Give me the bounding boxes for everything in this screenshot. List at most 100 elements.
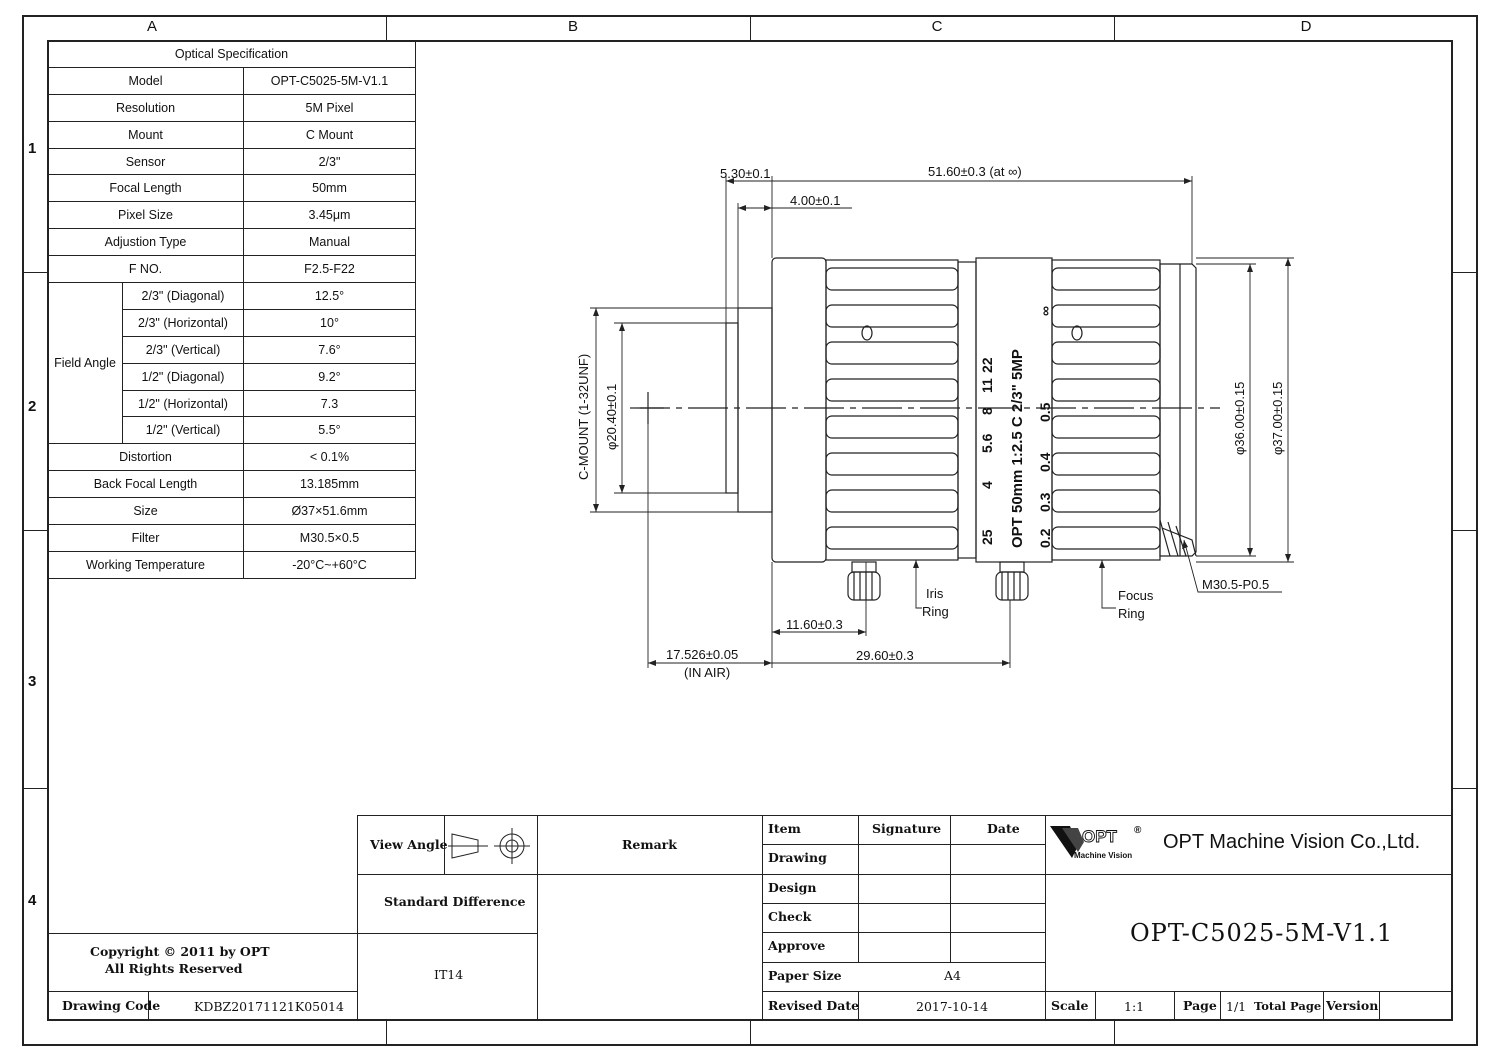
standard-difference-label: Standard Difference <box>384 894 526 909</box>
version-label: Version <box>1326 998 1379 1013</box>
zone-divider <box>1453 788 1478 789</box>
title-block-border <box>47 933 357 935</box>
field-angle-sublabel: 2/3" (Vertical) <box>122 335 244 364</box>
field-angle-value: 12.5° <box>243 282 416 310</box>
title-block-border <box>148 991 150 1021</box>
dim-5-30: 5.30±0.1 <box>720 166 771 181</box>
spec-value: Ø37×51.6mm <box>243 497 416 526</box>
focus-lock-screw <box>995 561 1029 601</box>
spec-value: M30.5×0.5 <box>243 524 416 552</box>
focus-distance-mark: 0.5 <box>1037 402 1053 422</box>
title-block-border <box>1323 991 1325 1021</box>
title-block-border <box>357 815 359 1021</box>
zone-divider <box>386 1021 387 1046</box>
copyright-line-2: All Rights Reserved <box>105 961 243 976</box>
zone-divider <box>22 530 47 531</box>
zone-divider <box>386 15 387 40</box>
mount-body <box>737 307 773 513</box>
spec-value: F2.5-F22 <box>243 255 416 284</box>
spec-value: < 0.1% <box>243 443 416 472</box>
lens-brand-mark: OPT 50mm 1:2.5 C 2/3" 5MP <box>1009 349 1026 548</box>
field-angle-value: 7.6° <box>243 335 416 364</box>
thread-hatch <box>1175 525 1187 557</box>
zone-row-2: 2 <box>28 398 37 415</box>
drawing-code-value: KDBZ20171121K05014 <box>194 999 344 1014</box>
zone-col-b: B <box>567 18 578 35</box>
revised-date-label: Revised Date <box>768 998 860 1013</box>
date-label: Date <box>987 821 1020 836</box>
field-angle-value: 7.3 <box>243 389 416 418</box>
zone-row-1: 1 <box>28 140 37 157</box>
dimension-lines <box>590 176 1294 668</box>
zone-divider <box>1114 15 1115 40</box>
drawing-code-label: Drawing Code <box>62 998 161 1013</box>
title-block-border <box>1095 991 1097 1021</box>
dim-thread: M30.5-P0.5 <box>1202 577 1269 592</box>
field-angle-sublabel: 2/3" (Diagonal) <box>122 282 244 310</box>
focus-distance-mark: 0.2 <box>1037 528 1053 548</box>
drawing-label: Drawing <box>768 850 827 865</box>
design-label: Design <box>768 880 817 895</box>
paper-size-value: A4 <box>944 968 961 983</box>
zone-col-a: A <box>146 18 157 35</box>
lens-cap <box>771 257 827 563</box>
field-angle-value: 10° <box>243 308 416 337</box>
spec-value: 13.185mm <box>243 470 416 499</box>
title-block-border <box>1045 815 1047 1021</box>
title-block-border <box>357 933 537 935</box>
view-angle-label: View Angle <box>370 837 448 852</box>
title-block-border <box>762 874 1453 876</box>
field-angle-value: 9.2° <box>243 362 416 391</box>
item-label: Item <box>768 821 801 836</box>
center-ring <box>957 261 977 559</box>
focus-distance-mark: 0.3 <box>1037 492 1053 512</box>
spec-label: Working Temperature <box>47 550 244 579</box>
dim-17-526: 17.526±0.05 <box>666 647 738 662</box>
copyright-line-1: Copyright © 2011 by OPT <box>90 944 270 959</box>
spec-label: Back Focal Length <box>47 470 244 499</box>
logo-text: OPT <box>1082 827 1118 846</box>
title-block-border <box>1220 991 1222 1021</box>
spec-label: F NO. <box>47 255 244 284</box>
focus-distance-mark: ∞ <box>1037 306 1053 316</box>
focus-distance-mark: 0.4 <box>1037 452 1053 472</box>
zone-row-4: 4 <box>28 892 37 909</box>
page-value: 1/1 <box>1226 999 1247 1014</box>
title-block-border <box>1174 991 1176 1021</box>
f-stop-mark: 11 <box>979 378 995 393</box>
zone-col-c: C <box>931 18 943 35</box>
dim-37-00: φ37.00±0.15 <box>1270 382 1285 455</box>
field-angle-sublabel: 1/2" (Diagonal) <box>122 362 244 391</box>
scale-value: 1:1 <box>1124 999 1145 1014</box>
f-stop-mark: 4 <box>979 481 995 489</box>
company-name: OPT Machine Vision Co.,Ltd. <box>1163 831 1421 853</box>
approve-label: Approve <box>768 938 826 953</box>
dim-4-00: 4.00±0.1 <box>790 193 841 208</box>
spec-value: C Mount <box>243 120 416 149</box>
title-block-border <box>357 874 762 876</box>
page-label: Page <box>1183 998 1217 1013</box>
thread-profile <box>1161 527 1197 557</box>
focus-ring-label: Focus <box>1118 588 1154 603</box>
dim-in-air: (IN AIR) <box>684 665 730 680</box>
title-block-border <box>762 815 764 1021</box>
projection-symbol-icon <box>448 828 530 864</box>
f-stop-mark: 25 <box>979 529 995 545</box>
check-label: Check <box>768 909 812 924</box>
zone-divider <box>22 272 47 273</box>
spec-value: 2/3" <box>243 147 416 176</box>
title-block-border <box>762 903 1045 905</box>
zone-divider <box>1114 1021 1115 1046</box>
signature-label: Signature <box>872 821 942 836</box>
thread-hatch <box>1159 519 1171 557</box>
iris-lock-screw <box>847 561 881 601</box>
title-block-border <box>537 815 539 1021</box>
title-block-border <box>858 815 860 962</box>
zone-divider <box>1453 272 1478 273</box>
thread-hatch <box>1167 521 1179 557</box>
f-stop-mark: 22 <box>979 357 995 373</box>
spec-label: Distortion <box>47 443 244 472</box>
focus-knurling <box>1051 267 1161 550</box>
focus-ring-label: Ring <box>1118 606 1145 621</box>
